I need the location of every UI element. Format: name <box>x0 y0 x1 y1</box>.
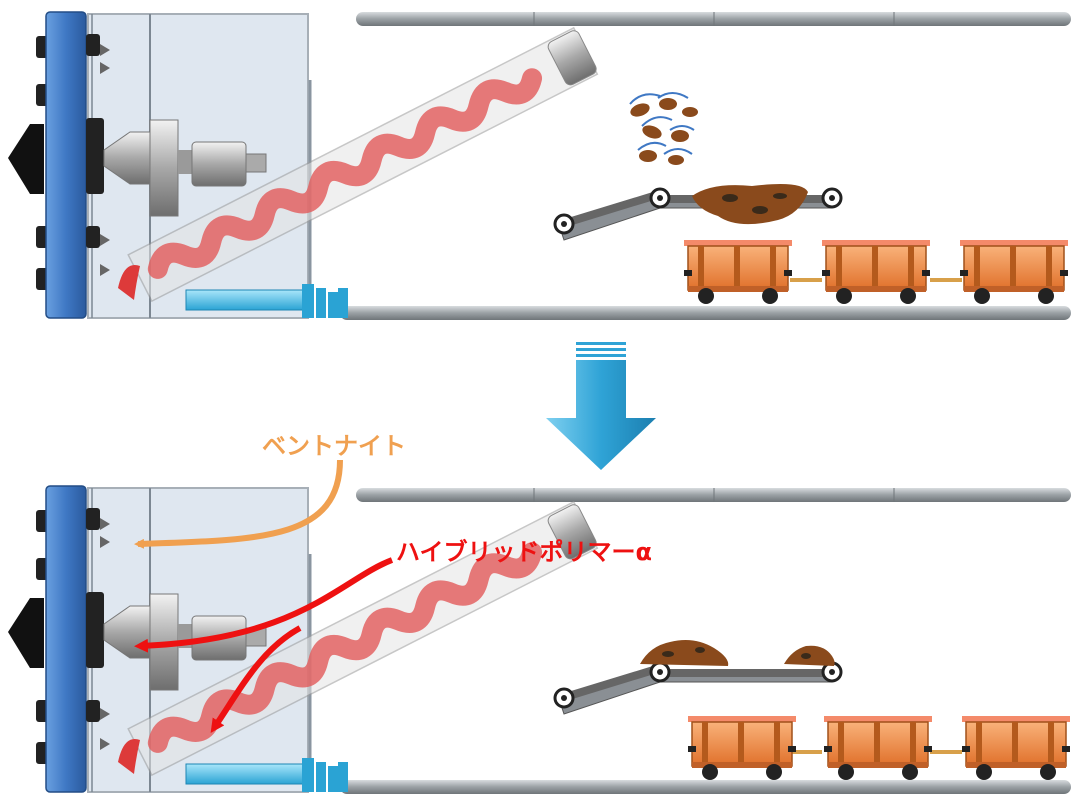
muck-carts <box>683 239 1069 305</box>
muck-pile <box>692 184 808 225</box>
panel-after: ベントナイト ハイブリッドポリマーα <box>8 432 1071 794</box>
hybrid-polymer-arrow-lower <box>210 625 302 733</box>
bentonite-label: ベントナイト <box>262 432 406 460</box>
tbm-machine <box>8 12 599 318</box>
sticky-muck-clumps <box>629 92 698 165</box>
hybrid-polymer-arrow-upper <box>134 557 394 653</box>
tunnel-rail-bottom <box>340 780 1071 794</box>
tbm-machine <box>8 486 599 792</box>
muck-carts <box>687 715 1071 781</box>
hybrid-polymer-label: ハイブリッドポリマーα <box>396 538 652 566</box>
panel-before <box>8 12 1071 320</box>
transition-arrow <box>546 342 656 470</box>
muck-pile <box>640 640 729 666</box>
bentonite-arrow <box>134 459 343 549</box>
belt-conveyor <box>555 663 841 714</box>
tunnel-rail-bottom <box>340 306 1071 320</box>
